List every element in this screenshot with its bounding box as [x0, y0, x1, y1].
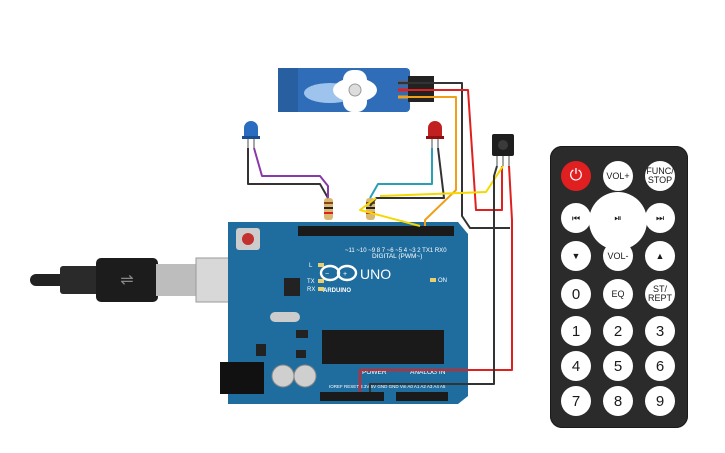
- arduino-uno-board[interactable]: ~11 ~10 ~9 8 7 ~6 ~5 4 ~3 2 TX1 RX0 DIGI…: [220, 222, 468, 404]
- up-button[interactable]: ▲: [645, 241, 675, 271]
- svg-text:+: +: [343, 271, 347, 278]
- led-rx-label: RX: [307, 287, 315, 293]
- crystal: [270, 312, 300, 322]
- digit-8-button[interactable]: 8: [603, 386, 633, 416]
- capacitor-2: [293, 364, 317, 388]
- digit-7-button[interactable]: 7: [561, 386, 591, 416]
- power-header: [320, 392, 384, 401]
- digit-5-button[interactable]: 5: [603, 351, 633, 381]
- down-button[interactable]: ▼: [561, 241, 591, 271]
- digit-1-button[interactable]: 1: [561, 316, 591, 346]
- svg-text:−: −: [325, 271, 329, 278]
- fast-forward-button[interactable]: ⏭: [645, 203, 675, 233]
- power-button[interactable]: ⏻: [561, 161, 591, 191]
- digital-header: [298, 226, 454, 236]
- svg-text:⇌: ⇌: [120, 270, 133, 289]
- wires: [247, 82, 513, 392]
- arduino-logo: − +: [319, 264, 358, 282]
- usb-chip: [284, 278, 300, 296]
- func-stop-button[interactable]: FUNC/ STOP: [645, 161, 675, 191]
- analog-label: ANALOG IN: [410, 369, 446, 376]
- ir-receiver[interactable]: [492, 134, 514, 166]
- led-l-label: L: [309, 263, 313, 269]
- digit-4-button[interactable]: 4: [561, 351, 591, 381]
- digit-0-button[interactable]: 0: [561, 279, 591, 309]
- digital-label: DIGITAL (PWM~): [372, 253, 422, 260]
- servo-motor[interactable]: [278, 68, 434, 112]
- board-name: UNO: [360, 266, 391, 282]
- blue-led[interactable]: [242, 121, 260, 148]
- pin-labels-bottom: IOREF RESET 3.3V 5V GND GND Vin A0 A1 A2…: [329, 384, 446, 389]
- red-led[interactable]: [426, 121, 444, 148]
- resistor-1: [324, 198, 333, 220]
- vol-up-button[interactable]: VOL+: [603, 161, 633, 191]
- atmega-chip: [322, 330, 442, 364]
- vol-down-button[interactable]: VOL-: [603, 241, 633, 271]
- analog-header: [396, 392, 448, 401]
- power-label: POWER: [362, 369, 387, 376]
- brand-label: ARDUINO: [323, 288, 351, 294]
- on-label: ON: [438, 278, 447, 284]
- digit-3-button[interactable]: 3: [645, 316, 675, 346]
- st-rept-button[interactable]: ST/ REPT: [645, 279, 675, 309]
- digit-2-button[interactable]: 2: [603, 316, 633, 346]
- digit-9-button[interactable]: 9: [645, 386, 675, 416]
- capacitor-1: [271, 364, 295, 388]
- digit-6-button[interactable]: 6: [645, 351, 675, 381]
- rewind-button[interactable]: ⏮: [561, 203, 591, 233]
- pin-labels-top: ~11 ~10 ~9 8 7 ~6 ~5 4 ~3 2 TX1 RX0: [345, 248, 447, 254]
- eq-button[interactable]: EQ: [603, 279, 633, 309]
- usb-cable: ⇌: [30, 257, 233, 303]
- power-jack: [220, 362, 264, 394]
- led-tx-label: TX: [307, 279, 315, 285]
- play-pause-button[interactable]: ⏯: [603, 203, 633, 233]
